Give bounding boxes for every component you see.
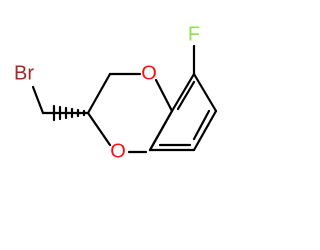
bond-c4a-c5 bbox=[170, 72, 196, 113]
bond-o-top-c4a bbox=[154, 78, 174, 113]
stereo-hash-bond bbox=[52, 104, 86, 122]
oxygen-atom-label-bottom: O bbox=[110, 140, 126, 162]
oxygen-atom-label-top: O bbox=[141, 62, 157, 84]
structure-canvas: Br O O F bbox=[14, 23, 218, 163]
fluorine-atom-label: F bbox=[188, 23, 200, 45]
aromatic-inner-bond-2 bbox=[192, 109, 211, 141]
bond-o-bottom-c2 bbox=[86, 111, 112, 147]
aromatic-inner-bond-1 bbox=[176, 80, 196, 111]
bond-br-ch2 bbox=[31, 85, 45, 115]
bond-c5-c6 bbox=[192, 72, 218, 113]
molecule-structure: Br O O F bbox=[14, 23, 218, 162]
bromine-atom-label: Br bbox=[14, 62, 34, 84]
bond-c2-c3 bbox=[86, 72, 112, 115]
bond-c8a-c4a bbox=[148, 109, 174, 152]
bond-c6-c7 bbox=[192, 109, 218, 152]
